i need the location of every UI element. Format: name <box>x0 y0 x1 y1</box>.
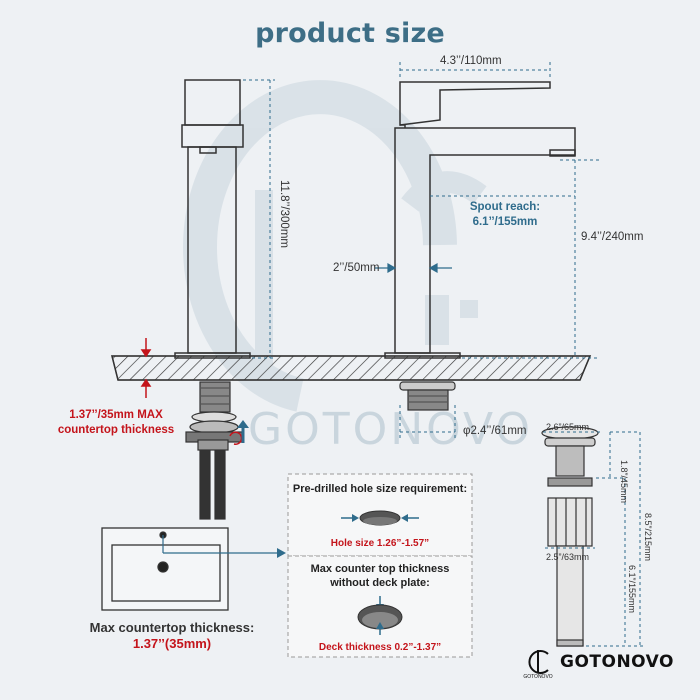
spout-reach-label: Spout reach: 6.1’’/155mm <box>469 201 541 228</box>
deck-icon <box>357 596 403 635</box>
info-panels <box>287 473 473 658</box>
drain-body-height-label: 6.1”/155mm <box>627 565 637 614</box>
base-diameter-label: φ2.4’’/61mm <box>463 425 527 437</box>
max-countertop-caption: Max countertop thickness: 1.37’’(35mm) <box>72 620 272 652</box>
spout-width-label: 4.3’’/110mm <box>440 55 502 67</box>
mounting-hardware <box>185 381 243 520</box>
hole-icon <box>341 510 419 526</box>
drain-cap-width-label: 2.6”/65mm <box>546 422 590 432</box>
countertop-max-label: 1.37’’/35mm MAX countertop thickness <box>57 409 175 436</box>
spout-height-label: 9.4’’/240mm <box>581 231 644 243</box>
watermark-logo <box>183 80 487 412</box>
faucet-front-view <box>384 81 576 359</box>
connector-arrow <box>162 535 280 554</box>
brand-mark-text: GOTONOVO <box>523 674 553 680</box>
drain-total-height-label: 8.5”/215mm <box>643 513 653 562</box>
countertop-slab <box>111 355 592 381</box>
hole-panel-value: Hole size 1.26”-1.57” <box>330 538 430 549</box>
drain-assembly <box>541 426 599 647</box>
body-width-arrows <box>375 262 452 274</box>
watermark-text: GOTONOVO <box>248 404 533 455</box>
total-height-label: 11.8’’/300mm <box>278 180 290 248</box>
drain-body-width-label: 2.5”/63mm <box>546 552 590 562</box>
body-width-label: 2’’/50mm <box>333 262 380 274</box>
drain-cap-height-label: 1.8”/45mm <box>619 460 629 504</box>
deck-panel-value: Deck thickness 0.2”-1.37” <box>318 642 442 653</box>
hole-panel-title: Pre-drilled hole size requirement: <box>292 483 468 495</box>
sink-basin <box>101 527 229 611</box>
max-countertop-value: 1.37’’(35mm) <box>132 636 212 651</box>
dimension-lines <box>243 62 600 440</box>
faucet-side-view <box>174 79 251 359</box>
rotate-arrow-icon <box>229 431 243 445</box>
connector-arrow-head <box>277 548 286 558</box>
page-title: product size <box>255 18 445 49</box>
drain-dimension-lines <box>543 431 645 647</box>
deck-panel-title: Max counter top thickness without deck p… <box>310 563 450 589</box>
brand-name: GOTONOVO <box>560 652 674 672</box>
red-thickness-arrows <box>140 338 152 398</box>
drain-small <box>399 381 456 411</box>
brand-logo-icon <box>528 650 549 674</box>
blue-arrow-icon <box>237 420 249 443</box>
